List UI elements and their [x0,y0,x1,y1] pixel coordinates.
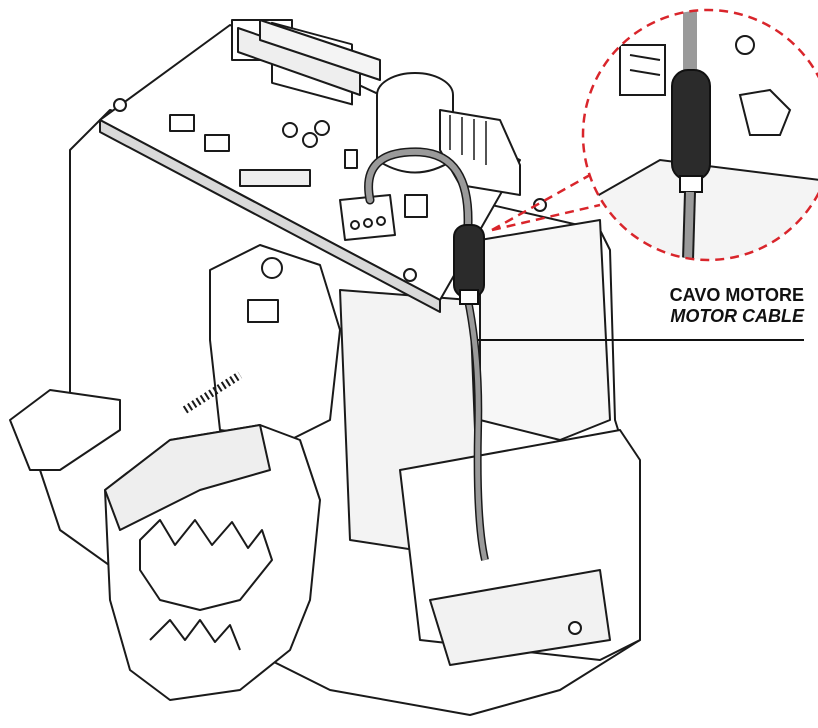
label-english: MOTOR CABLE [670,306,804,326]
label-italian: CAVO MOTORE [669,285,804,305]
zoom-callout-circle [491,8,818,262]
base-rim [9,389,121,471]
spring [182,371,243,414]
gear-cover [209,244,341,441]
pinion-gear [139,519,273,611]
ferrite-core-icon [453,224,485,305]
